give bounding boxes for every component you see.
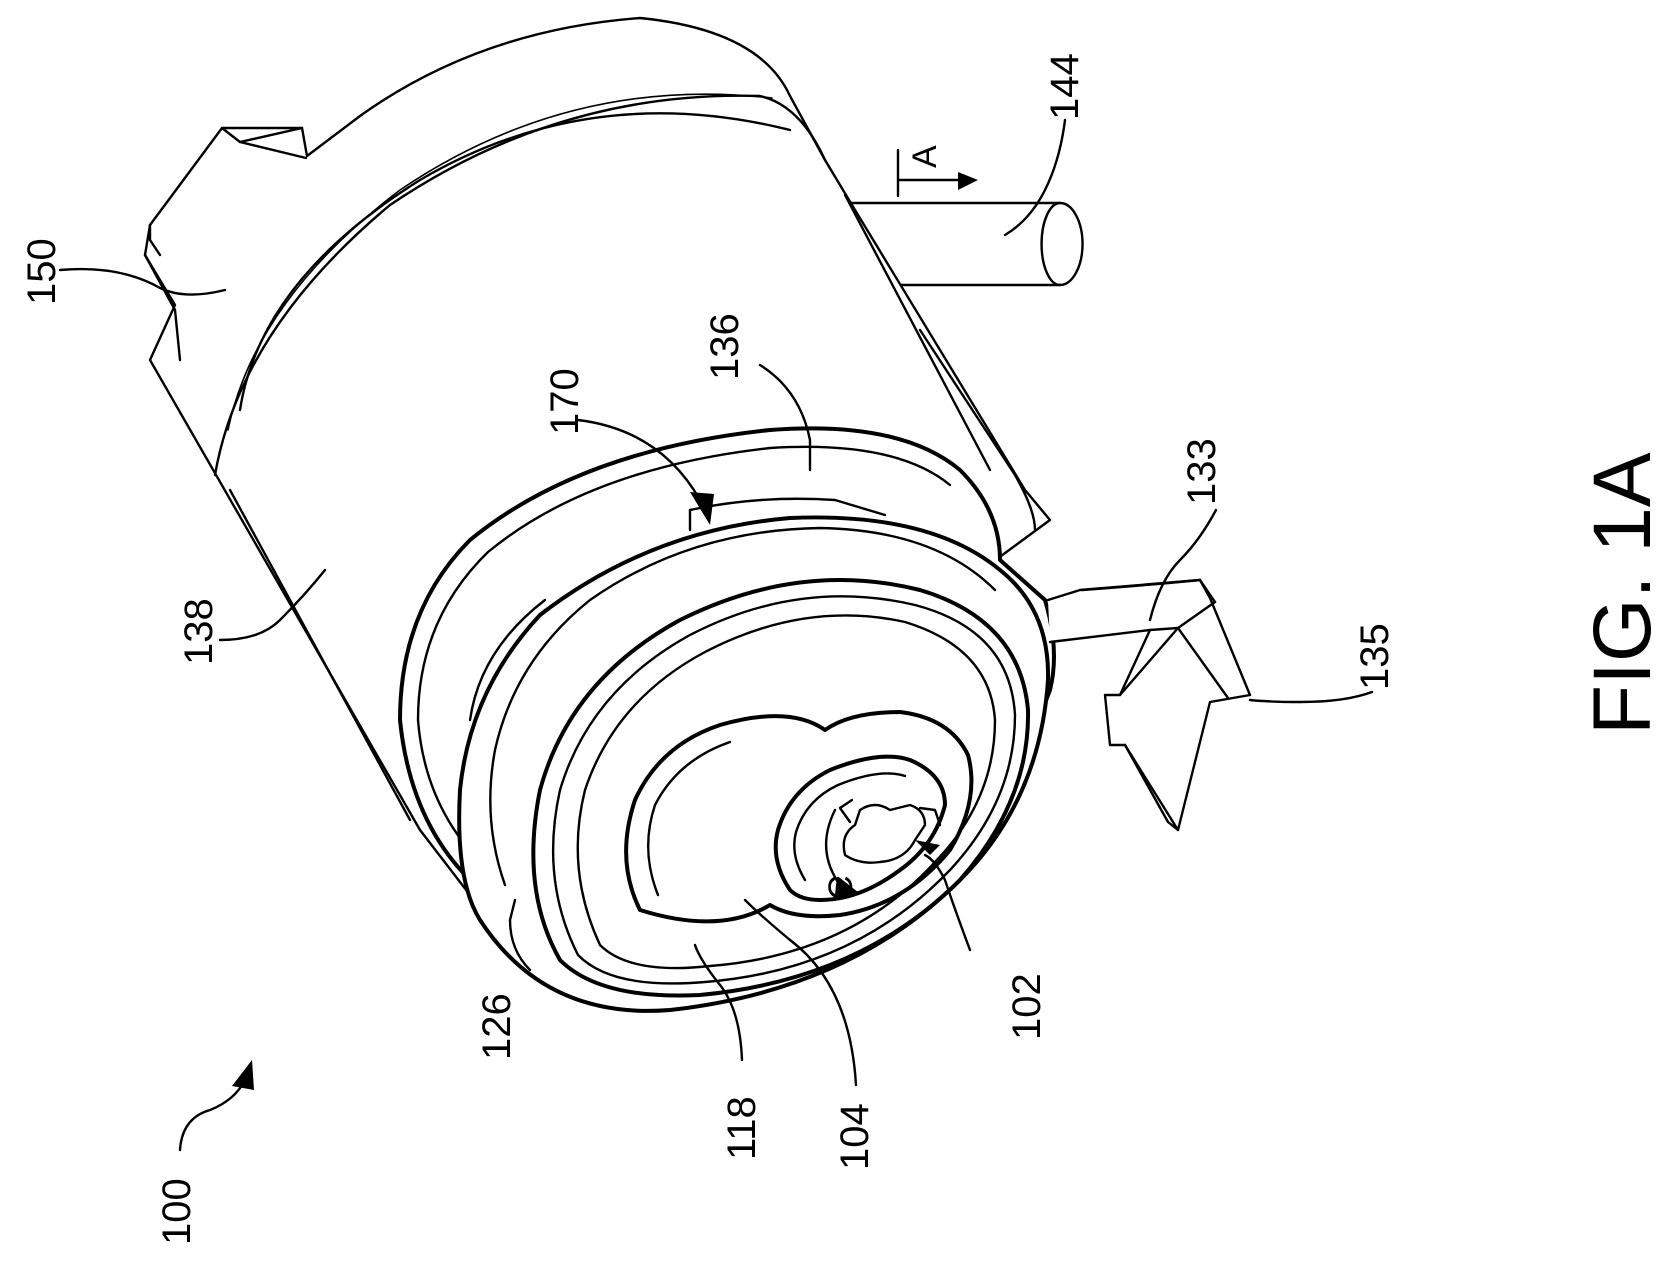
ref-133: 133 [1180, 438, 1224, 505]
ref-104: 104 [833, 1103, 877, 1170]
ref-100: 100 [155, 1178, 199, 1245]
figure-caption: FIG. 1A [1577, 452, 1666, 735]
ref-138: 138 [177, 598, 221, 665]
ref-126: 126 [475, 993, 519, 1060]
ref-102: 102 [1005, 973, 1049, 1040]
ref-150: 150 [20, 238, 64, 305]
ref-170: 170 [543, 368, 587, 435]
section-mark: A [898, 145, 978, 196]
rotation-label: C [822, 875, 860, 900]
ref-144: 144 [1043, 53, 1087, 120]
section-mark-label: A [906, 145, 944, 168]
ref-135: 135 [1353, 623, 1397, 690]
tab-drawing [1048, 580, 1250, 830]
ref-136: 136 [703, 313, 747, 380]
ref-118: 118 [720, 1096, 764, 1160]
